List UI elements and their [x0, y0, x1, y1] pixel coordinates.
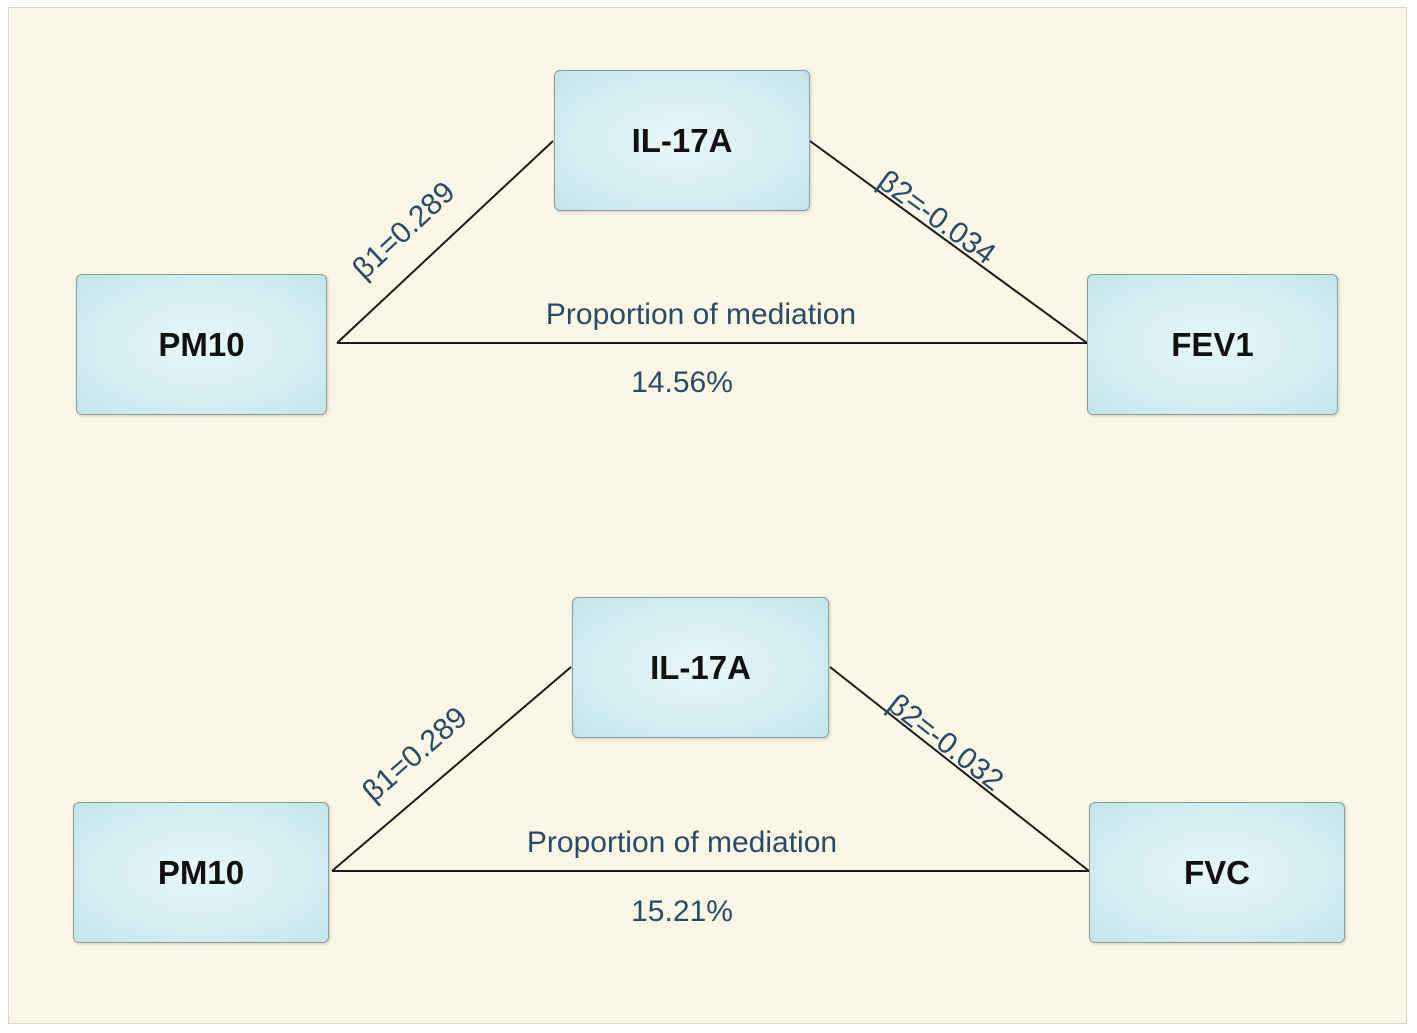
- mediator-node-1: IL-17A: [554, 70, 810, 211]
- proportion-value-2: 15.21%: [631, 895, 733, 928]
- proportion-label-2: Proportion of mediation: [526, 826, 838, 859]
- edge-exposure-mediator-1: [336, 140, 554, 344]
- edge-exposure-mediator-2: [331, 666, 572, 872]
- outcome-node-2: FVC: [1089, 802, 1345, 943]
- edge-mediator-outcome-2: [829, 666, 1090, 872]
- outcome-node-1: FEV1: [1087, 274, 1338, 415]
- exposure-node-2: PM10: [73, 802, 329, 943]
- proportion-value-1: 14.56%: [631, 366, 733, 399]
- exposure-node-1: PM10: [76, 274, 327, 415]
- proportion-label-1: Proportion of mediation: [545, 298, 857, 331]
- mediator-node-2: IL-17A: [572, 597, 829, 738]
- edge-mediator-outcome-1: [809, 140, 1088, 344]
